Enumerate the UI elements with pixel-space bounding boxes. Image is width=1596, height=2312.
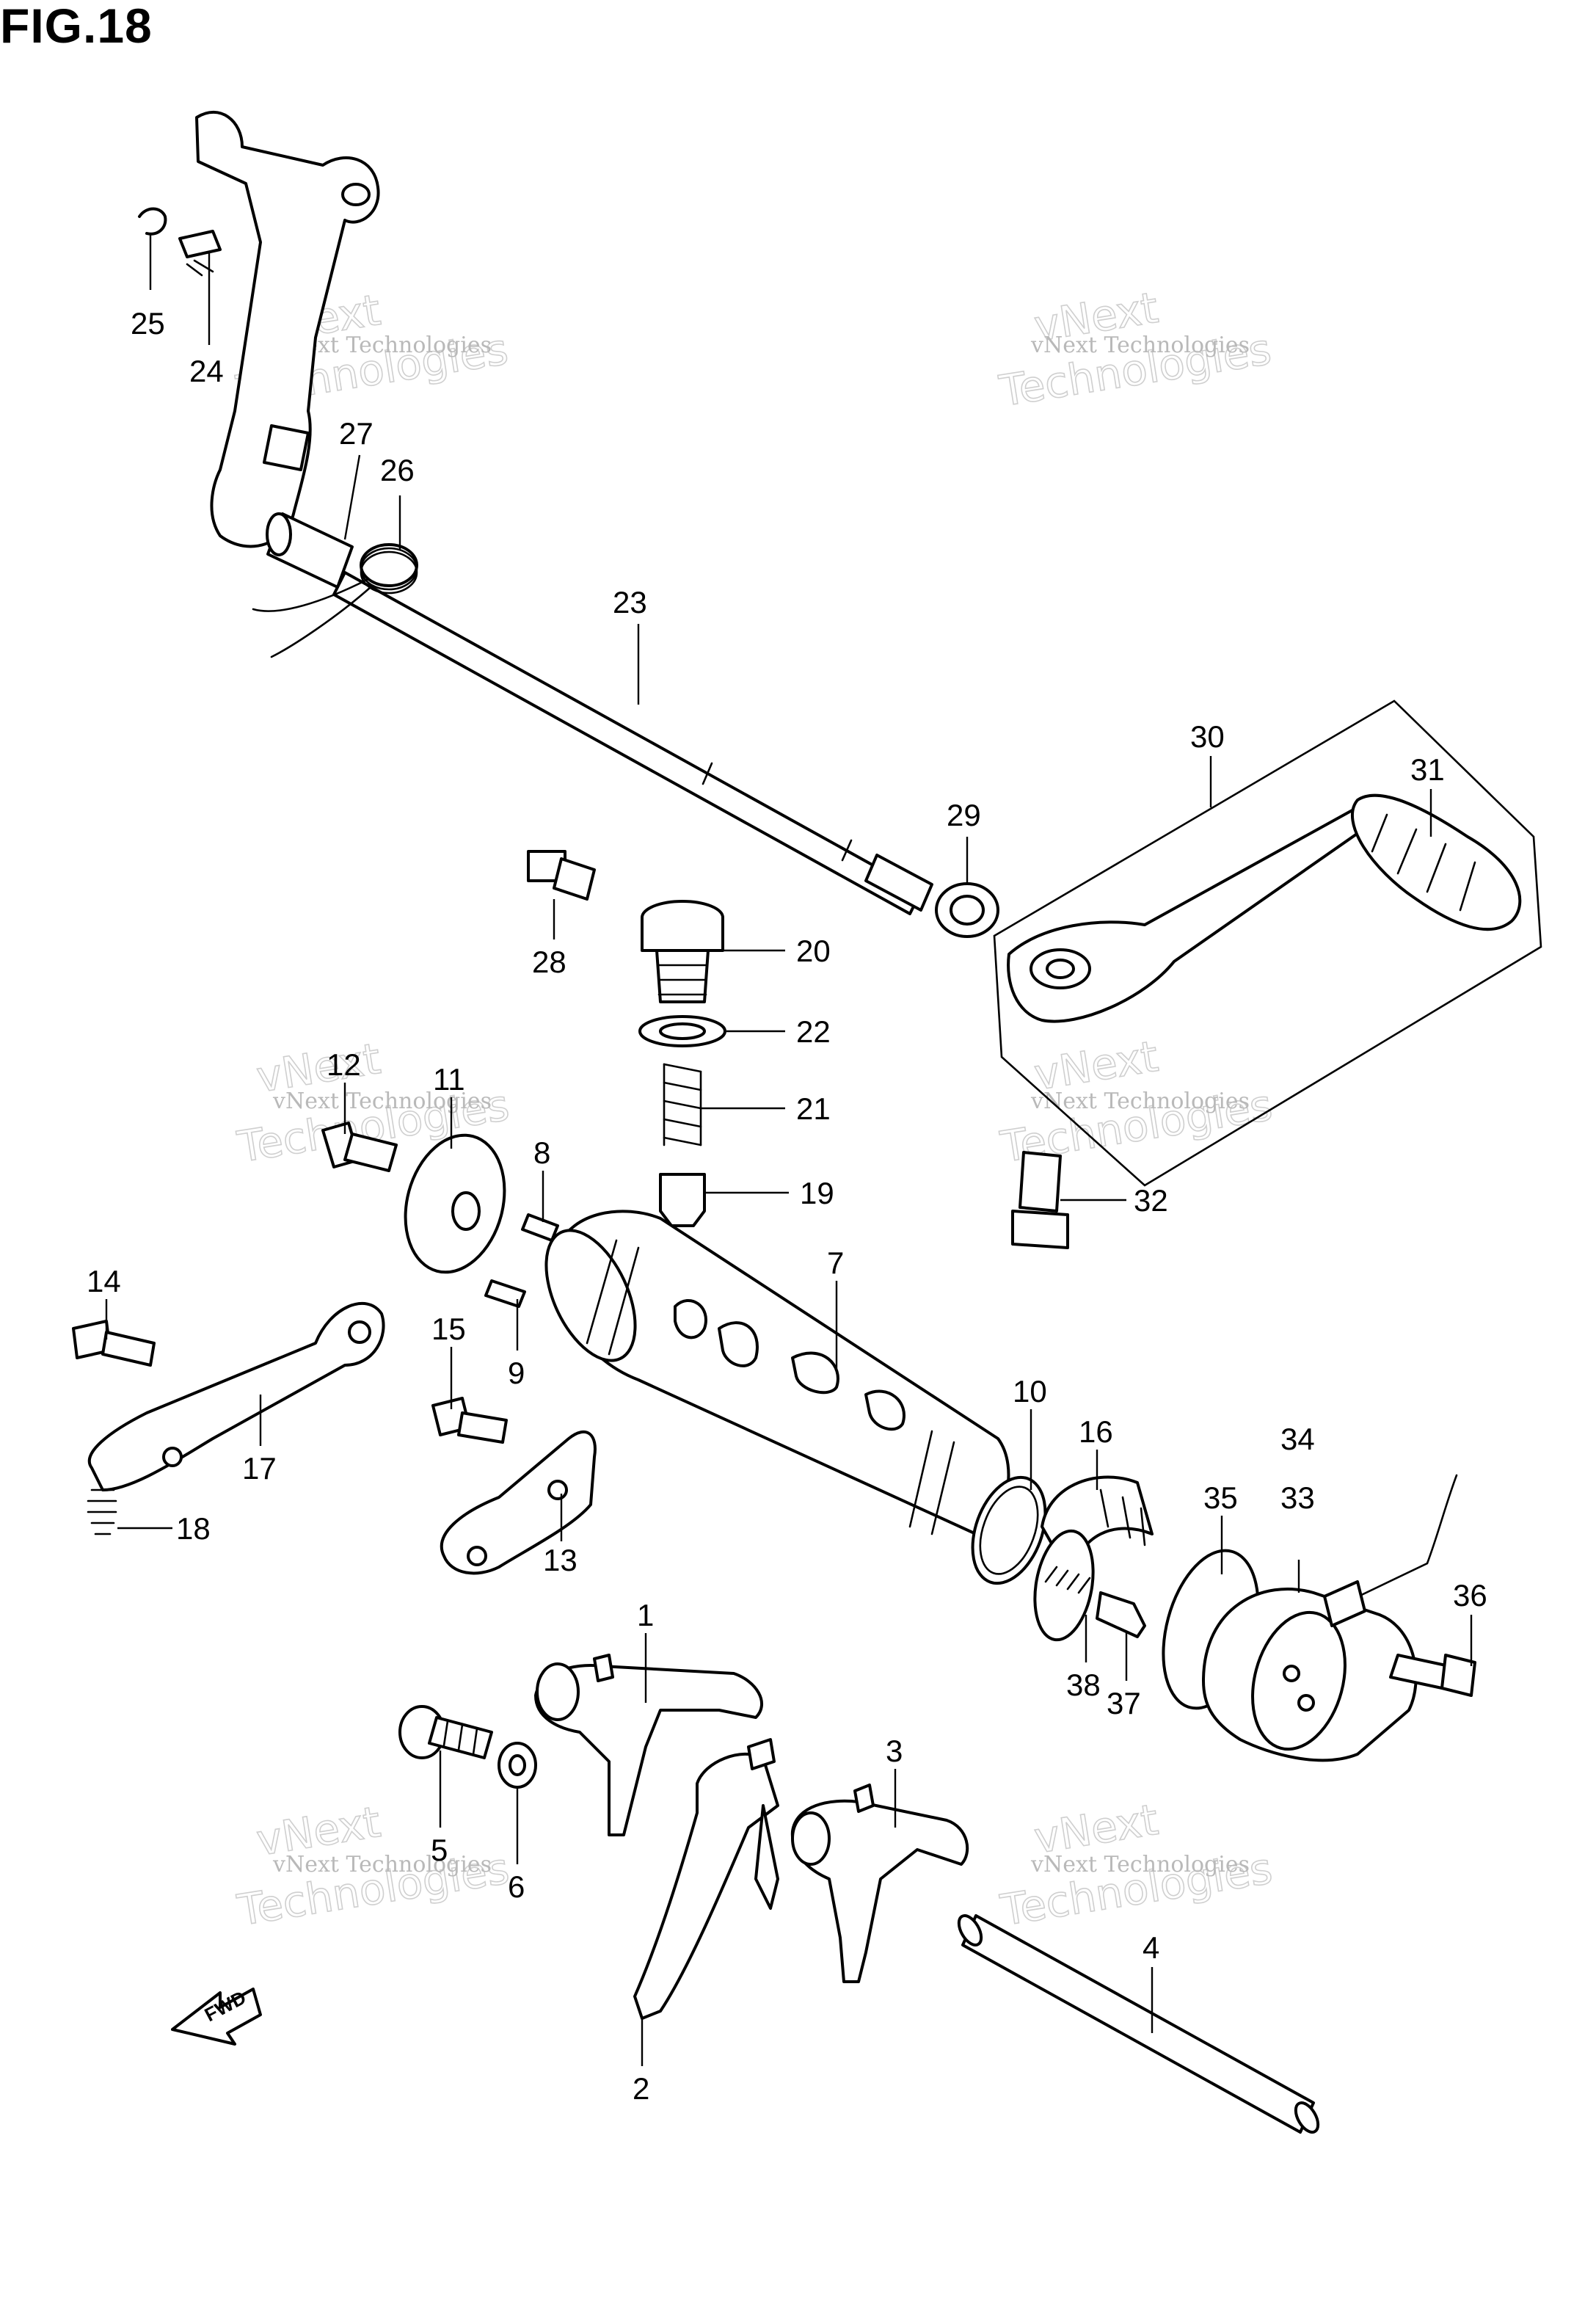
plug-20 [641,900,724,1003]
fork-shaft-4 [957,1914,1320,2134]
callout-18: 18 [176,1511,211,1546]
gearshift-shaft [332,571,933,915]
shift-fork-1 [534,1654,764,1836]
pin-9 [484,1279,526,1308]
bolt-28 [527,850,596,901]
callout-5: 5 [431,1833,448,1867]
shaft-collar-27 [266,512,354,589]
callout-32: 32 [1134,1183,1168,1218]
shift-fork-2 [633,1738,779,2020]
gearshift-lever-30 [1007,804,1376,1023]
callout-labels: 25 24 27 26 23 29 30 31 28 20 22 21 19 3… [87,306,1487,2106]
washer-22 [638,1015,726,1047]
spring-38 [1044,1566,1091,1594]
callout-6: 6 [508,1869,525,1904]
pin-24 [178,230,222,277]
callout-3: 3 [886,1734,903,1768]
pin-8 [521,1213,559,1242]
gearshift-cam-7 [544,1210,1010,1535]
callout-31: 31 [1410,752,1445,787]
gearshift-arm [195,110,380,548]
callout-26: 26 [380,453,415,487]
bolt-14 [72,1320,156,1367]
callout-37: 37 [1107,1686,1141,1720]
lever-bolt-32 [1011,1151,1069,1249]
figure-title: FIG.18 [0,0,153,53]
watermark-text: vNext Technologies [272,1852,492,1877]
bolt-36 [1389,1654,1476,1697]
callout-20: 20 [796,934,831,968]
callout-29: 29 [947,798,981,832]
callout-10: 10 [1013,1374,1047,1408]
stopper-19 [659,1173,706,1227]
bolt-5 [398,1705,493,1759]
callout-13: 13 [543,1543,577,1577]
plate-13 [440,1430,597,1575]
gear-position-switch-33 [1202,1474,1458,1762]
callout-33: 33 [1280,1480,1315,1515]
leader-lines [105,233,1473,2066]
callout-25: 25 [131,306,165,341]
callout-19: 19 [800,1176,834,1210]
callout-11: 11 [433,1062,465,1097]
lever-grip-31 [1351,793,1522,931]
callout-35: 35 [1203,1480,1238,1515]
callout-16: 16 [1079,1414,1113,1449]
oring-10 [971,1475,1047,1585]
callout-2: 2 [633,2071,649,2106]
callout-30: 30 [1190,719,1225,754]
callout-22: 22 [796,1014,831,1049]
callout-1: 1 [637,1598,654,1632]
callout-38: 38 [1066,1668,1101,1702]
callout-34: 34 [1280,1422,1315,1456]
callout-15: 15 [431,1312,466,1346]
spring-18 [87,1488,117,1535]
callout-21: 21 [796,1091,831,1126]
stopper-arm-17 [87,1301,385,1491]
pin-37 [1096,1591,1146,1638]
cam-bearing-16 [1033,1475,1154,1642]
shift-fork-3 [790,1784,969,1983]
callout-36: 36 [1453,1578,1487,1613]
callout-12: 12 [327,1047,361,1082]
spring-21 [663,1063,702,1146]
callout-8: 8 [533,1135,550,1170]
gearshift-lever-box [993,699,1542,1187]
cam-plate-11 [404,1133,506,1274]
watermark-text: vNext Technologies [272,1088,492,1114]
callout-28: 28 [532,945,566,979]
callout-23: 23 [613,585,647,619]
washer-6 [498,1742,537,1789]
return-spring-26 [252,543,418,658]
oil-seal-29 [935,882,999,938]
bolt-12 [321,1122,398,1172]
watermark-text: vNext Technologies [1030,332,1250,358]
fwd-arrow-icon: FWD [171,1986,262,2046]
watermark-text: vNext Technologies [1030,1852,1250,1877]
callout-9: 9 [508,1356,525,1390]
clip-25 [138,207,167,236]
callout-17: 17 [242,1451,277,1486]
callout-24: 24 [189,354,224,388]
callout-27: 27 [339,416,374,451]
callout-7: 7 [827,1246,844,1280]
watermark-text: vNext Technologies [1030,1088,1250,1114]
callout-14: 14 [87,1264,121,1298]
callout-4: 4 [1143,1930,1159,1965]
bolt-15 [431,1397,508,1444]
